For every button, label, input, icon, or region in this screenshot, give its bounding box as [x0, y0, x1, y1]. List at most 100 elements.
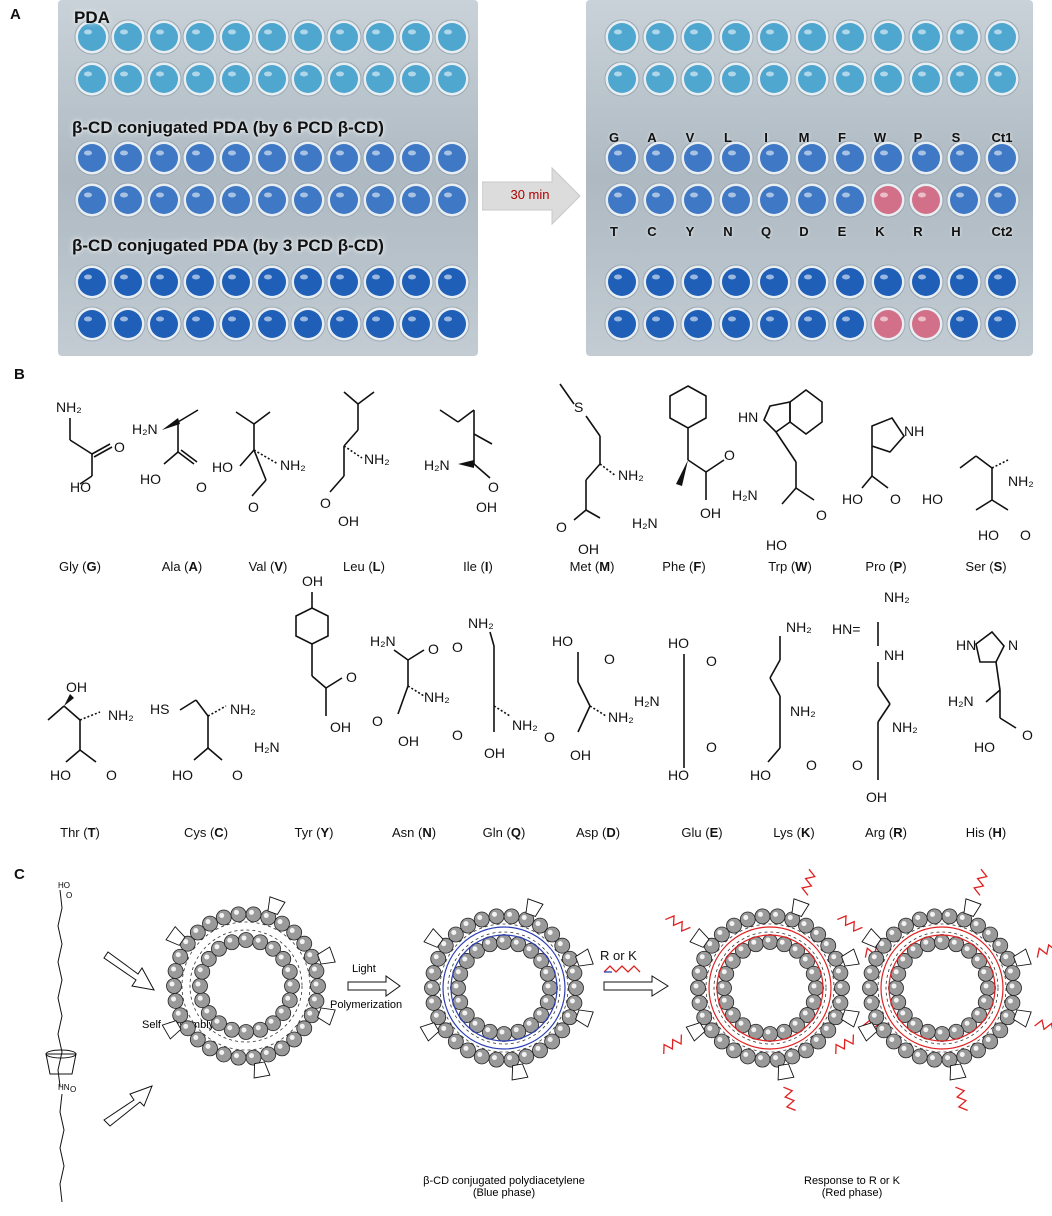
lipid-head [956, 1048, 973, 1065]
well-letter-q: Q [760, 224, 772, 239]
svg-text:β-CD conjugated polydiacetylen: β-CD conjugated polydiacetylene [423, 1175, 585, 1187]
lipid-head [703, 1022, 720, 1039]
well [684, 23, 712, 51]
lipid-head [690, 980, 706, 996]
lipid-head [696, 950, 713, 967]
well-highlight [690, 274, 698, 280]
lipid-head [862, 980, 878, 996]
lipid-head [496, 1026, 512, 1042]
blue-phase-vesicle [419, 898, 594, 1081]
aa-label-met: Met (M) [569, 559, 615, 574]
aa-label-pro: Pro (P) [865, 559, 907, 574]
svg-text:(Blue phase): (Blue phase) [473, 1187, 535, 1199]
well [78, 268, 106, 296]
well [114, 23, 142, 51]
well [988, 144, 1016, 172]
well-highlight [994, 150, 1002, 156]
well-highlight [842, 192, 850, 198]
well-highlight [842, 274, 850, 280]
well-highlight [444, 316, 452, 322]
svg-text:OH: OH [700, 505, 721, 521]
lipid-head [425, 995, 442, 1011]
well-highlight [842, 316, 850, 322]
cyclodextrin-cup [963, 898, 982, 917]
well-highlight [880, 274, 888, 280]
svg-text:HO: HO [978, 527, 999, 543]
lipid-head [460, 917, 476, 934]
well-highlight [728, 192, 736, 198]
lipid-head [739, 911, 756, 928]
well-highlight [614, 192, 622, 198]
well-highlight [652, 274, 660, 280]
well [150, 65, 178, 93]
svg-text:NH₂: NH₂ [56, 399, 82, 415]
well-highlight [880, 316, 888, 322]
self-assembly-diagram: HO O HN O Light Polymerization R or K Se… [0, 868, 1052, 1211]
well-highlight [372, 71, 380, 77]
well-highlight [228, 29, 236, 35]
lipid-head [691, 995, 708, 1011]
well [114, 144, 142, 172]
well [836, 268, 864, 296]
well-highlight [690, 150, 698, 156]
well [258, 268, 286, 296]
lipid-head [488, 908, 505, 925]
well-letter-e: E [837, 224, 847, 239]
well-highlight [994, 29, 1002, 35]
well [874, 186, 902, 214]
svg-text:H₂N: H₂N [370, 633, 396, 649]
well [150, 310, 178, 338]
aa-label-asn: Asn (N) [391, 825, 437, 840]
well [438, 23, 466, 51]
amino-acid-chain [801, 868, 816, 896]
well [150, 186, 178, 214]
aa-label-gly: Gly (G) [59, 559, 101, 574]
aa-label-gln: Gln (Q) [482, 825, 526, 840]
svg-text:NH₂: NH₂ [468, 615, 494, 631]
well-highlight [156, 71, 164, 77]
well-highlight [614, 150, 622, 156]
well [186, 23, 214, 51]
svg-text:Polymerization: Polymerization [330, 999, 402, 1011]
well [402, 186, 430, 214]
amino-acid-chain [973, 868, 988, 896]
well [438, 268, 466, 296]
cyclodextrin-cup [791, 898, 810, 917]
svg-text:O: O [232, 767, 243, 783]
well-letter-v: V [685, 130, 695, 145]
well [150, 23, 178, 51]
lipid-head [827, 950, 844, 967]
lipid-head [532, 1042, 548, 1059]
well [78, 65, 106, 93]
well [222, 65, 250, 93]
well [222, 310, 250, 338]
lipid-head [566, 965, 583, 981]
svg-text:H₂N: H₂N [254, 739, 280, 755]
lipid-head [303, 948, 320, 965]
well [330, 310, 358, 338]
lipid-head [554, 937, 571, 954]
well [330, 65, 358, 93]
lipid-head [450, 980, 466, 996]
aa-label-ile: Ile (I) [463, 559, 493, 574]
svg-text:HO: HO [750, 767, 771, 783]
well [836, 65, 864, 93]
well-highlight [336, 71, 344, 77]
cyclodextrin-cup [1013, 948, 1032, 967]
well-highlight [728, 316, 736, 322]
well-highlight [264, 150, 272, 156]
well-highlight [372, 192, 380, 198]
lipid-head [518, 1048, 535, 1065]
well-highlight [228, 316, 236, 322]
well-highlight [880, 29, 888, 35]
well [294, 310, 322, 338]
svg-text:O: O [372, 713, 383, 729]
cd3-label: β-CD conjugated PDA (by 3 PCD β-CD) [72, 236, 384, 255]
well-letter-f: F [838, 130, 846, 145]
well-highlight [614, 71, 622, 77]
well [330, 23, 358, 51]
well-highlight [690, 192, 698, 198]
well-highlight [956, 71, 964, 77]
well-highlight [918, 71, 926, 77]
panel-a-letter: A [10, 6, 21, 23]
